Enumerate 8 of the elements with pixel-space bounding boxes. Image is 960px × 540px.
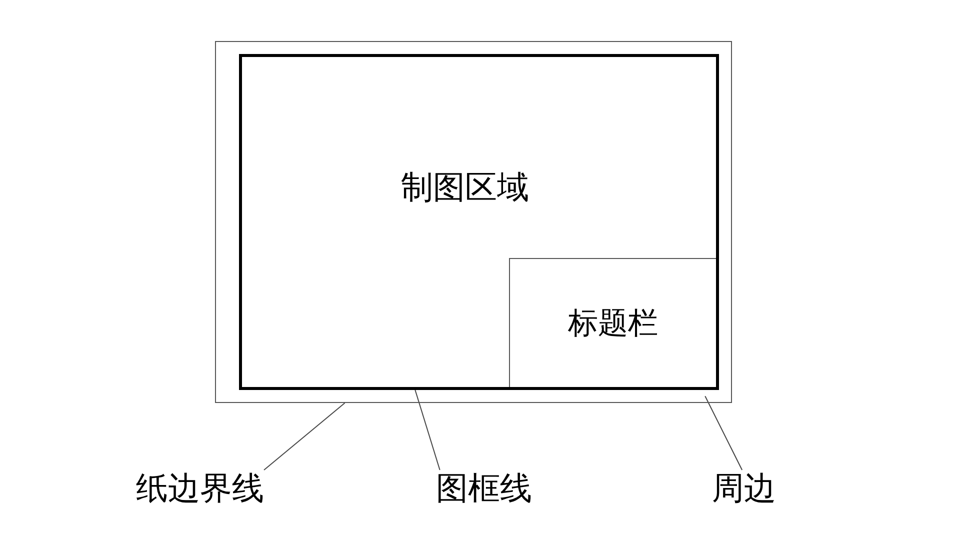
area-label: 制图区域 [401,171,529,203]
leader-line [264,402,346,470]
title-block: 标题栏 [509,258,716,387]
callout-label: 纸边界线 [136,472,264,504]
callout-label: 周边 [712,472,776,504]
callout-label: 图框线 [436,472,532,504]
leader-line [414,390,440,470]
leader-line [704,396,743,470]
